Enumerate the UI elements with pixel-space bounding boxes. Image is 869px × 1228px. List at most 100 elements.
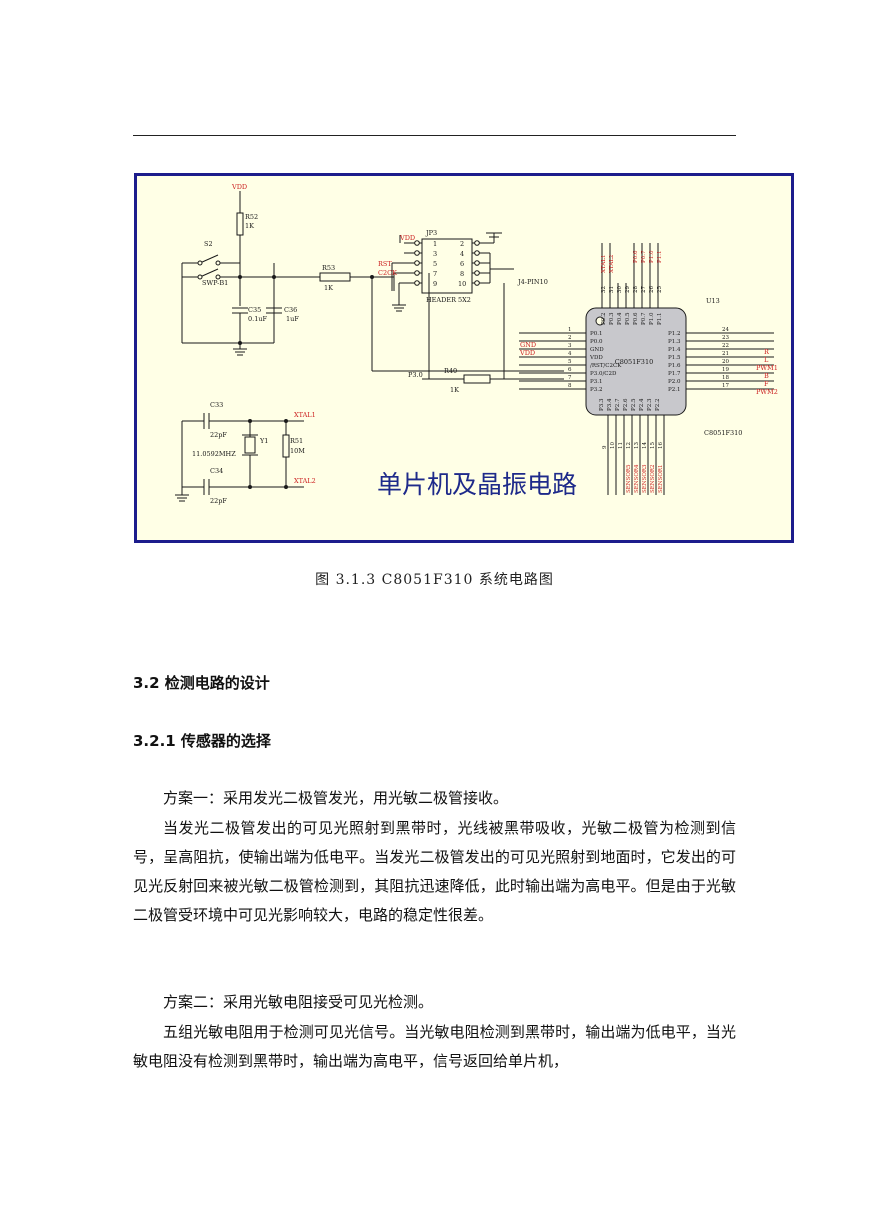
svg-text:28: 28 bbox=[633, 286, 639, 293]
svg-text:P3.1: P3.1 bbox=[590, 379, 602, 385]
r-net-label: R bbox=[764, 348, 770, 356]
r52-value: 1K bbox=[245, 222, 254, 230]
svg-text:11: 11 bbox=[618, 442, 624, 449]
subsection-heading: 3.2.1 传感器的选择 bbox=[133, 732, 271, 750]
paragraph-plan-two-detail: 五组光敏电阻用于检测可见光信号。当光敏电阻检测到黑带时，输出端为低电平，当光敏电… bbox=[133, 1023, 736, 1070]
svg-text:2: 2 bbox=[460, 240, 464, 248]
svg-text:1: 1 bbox=[433, 240, 437, 248]
r40-label: R40 bbox=[444, 367, 457, 375]
svg-text:9: 9 bbox=[602, 445, 608, 449]
section-heading: 3.2 检测电路的设计 bbox=[133, 674, 270, 692]
gnd-net-label: GND bbox=[520, 341, 536, 349]
y1-value: 11.0592MHZ bbox=[192, 450, 236, 458]
chip-body bbox=[585, 307, 687, 416]
header-rule bbox=[133, 135, 736, 136]
chip-label-2: C8051F310 bbox=[704, 429, 742, 437]
figure-caption: 图 3.1.3 C8051F310 系统电路图 bbox=[315, 572, 554, 588]
svg-text:26: 26 bbox=[649, 286, 655, 293]
paragraph-plan-one-detail: 当发光二极管发出的可见光照射到黑带时，光线被黑带吸收，光敏二极管为检测到信号，呈… bbox=[133, 819, 736, 924]
b-net-label: B bbox=[764, 372, 769, 380]
svg-text:7: 7 bbox=[433, 270, 437, 278]
svg-text:VDD: VDD bbox=[589, 355, 603, 361]
svg-text:P1.1: P1.1 bbox=[657, 251, 663, 263]
u13-label: U13 bbox=[706, 297, 720, 305]
svg-text:5: 5 bbox=[433, 260, 437, 268]
svg-text:P2.7: P2.7 bbox=[615, 398, 621, 411]
c36-value: 1uF bbox=[286, 315, 299, 323]
svg-text:32: 32 bbox=[601, 286, 607, 293]
svg-text:2: 2 bbox=[568, 335, 572, 341]
svg-text:P1.2: P1.2 bbox=[668, 331, 680, 337]
svg-text:21: 21 bbox=[722, 351, 729, 357]
svg-text:9: 9 bbox=[433, 280, 437, 288]
pwm1-net-label: PWM1 bbox=[756, 364, 778, 372]
svg-text:P2.2: P2.2 bbox=[655, 399, 661, 411]
c34-label: C34 bbox=[210, 467, 223, 475]
c33-label: C33 bbox=[210, 401, 223, 409]
svg-text:10: 10 bbox=[610, 442, 616, 449]
c36-label: C36 bbox=[284, 306, 297, 314]
y1-label: Y1 bbox=[259, 437, 268, 445]
svg-text:XTAL2: XTAL2 bbox=[609, 255, 615, 273]
svg-text:P1.4: P1.4 bbox=[668, 347, 681, 353]
xtal2-label: XTAL2 bbox=[294, 477, 316, 485]
svg-text:29: 29 bbox=[625, 286, 631, 293]
svg-text:P0.5: P0.5 bbox=[625, 312, 631, 325]
vdd-label: VDD bbox=[231, 183, 247, 191]
svg-text:P1.6: P1.6 bbox=[668, 363, 681, 369]
svg-text:5: 5 bbox=[568, 359, 572, 365]
svg-text:SENSOR4: SENSOR4 bbox=[634, 464, 640, 493]
svg-text:1: 1 bbox=[568, 327, 572, 333]
svg-text:22: 22 bbox=[722, 343, 729, 349]
circuit-figure: VDD R52 1K S2 SWP-B1 C35 0.1uF C36 1uF R… bbox=[134, 173, 794, 543]
svg-text:3: 3 bbox=[433, 250, 437, 258]
svg-text:P1.3: P1.3 bbox=[668, 339, 681, 345]
svg-text:6: 6 bbox=[568, 367, 572, 373]
c33-value: 22pF bbox=[210, 431, 227, 439]
figure-overlay-title: 单片机及晶振电路 bbox=[377, 470, 577, 499]
vdd-net-label: VDD bbox=[519, 349, 535, 357]
vdd-header-label: VDD bbox=[399, 234, 415, 242]
svg-text:6: 6 bbox=[460, 260, 464, 268]
r51-value: 10M bbox=[290, 447, 305, 455]
svg-text:P1.5: P1.5 bbox=[668, 355, 681, 361]
svg-text:P2.6: P2.6 bbox=[623, 398, 629, 411]
svg-text:20: 20 bbox=[722, 359, 729, 365]
svg-text:P2.1: P2.1 bbox=[668, 387, 680, 393]
svg-text:P2.5: P2.5 bbox=[631, 398, 637, 411]
svg-text:4: 4 bbox=[568, 351, 572, 357]
svg-text:/RST/C2CK: /RST/C2CK bbox=[590, 363, 622, 369]
svg-text:3: 3 bbox=[568, 343, 572, 349]
svg-text:23: 23 bbox=[722, 335, 729, 341]
jp3-label: JP3 bbox=[425, 229, 437, 237]
svg-text:17: 17 bbox=[722, 383, 729, 389]
r51-label: R51 bbox=[290, 437, 303, 445]
svg-text:18: 18 bbox=[722, 375, 729, 381]
header-label: HEADER 5X2 bbox=[426, 296, 471, 304]
svg-text:P2.0: P2.0 bbox=[668, 379, 681, 385]
svg-text:P1.0: P1.0 bbox=[649, 312, 655, 325]
svg-text:P0.0: P0.0 bbox=[590, 339, 603, 345]
svg-text:P0.7: P0.7 bbox=[641, 312, 647, 325]
svg-text:GND: GND bbox=[590, 347, 604, 353]
r40-value: 1K bbox=[450, 386, 459, 394]
paragraph-plan-one: 方案一：采用发光二极管发光，用光敏二极管接收。 bbox=[163, 789, 509, 807]
svg-text:10: 10 bbox=[458, 280, 466, 288]
svg-text:P3.0/C2D: P3.0/C2D bbox=[590, 371, 617, 377]
c34-value: 22pF bbox=[210, 497, 227, 505]
svg-text:8: 8 bbox=[460, 270, 464, 278]
swpb1-label: SWP-B1 bbox=[202, 279, 228, 287]
svg-text:SENSOR1: SENSOR1 bbox=[658, 464, 664, 493]
svg-text:31: 31 bbox=[609, 286, 615, 293]
c35-value: 0.1uF bbox=[248, 315, 268, 323]
svg-text:P3.4: P3.4 bbox=[607, 398, 613, 411]
r52-label: R52 bbox=[245, 213, 258, 221]
svg-text:12: 12 bbox=[626, 442, 632, 449]
svg-text:SENSOR5: SENSOR5 bbox=[626, 464, 632, 493]
svg-text:P1.7: P1.7 bbox=[668, 371, 681, 377]
svg-text:30: 30 bbox=[617, 286, 623, 293]
r53-value: 1K bbox=[324, 284, 333, 292]
svg-text:27: 27 bbox=[641, 286, 647, 293]
svg-text:XTAL1: XTAL1 bbox=[601, 255, 607, 273]
svg-text:P0.2: P0.2 bbox=[601, 313, 607, 325]
